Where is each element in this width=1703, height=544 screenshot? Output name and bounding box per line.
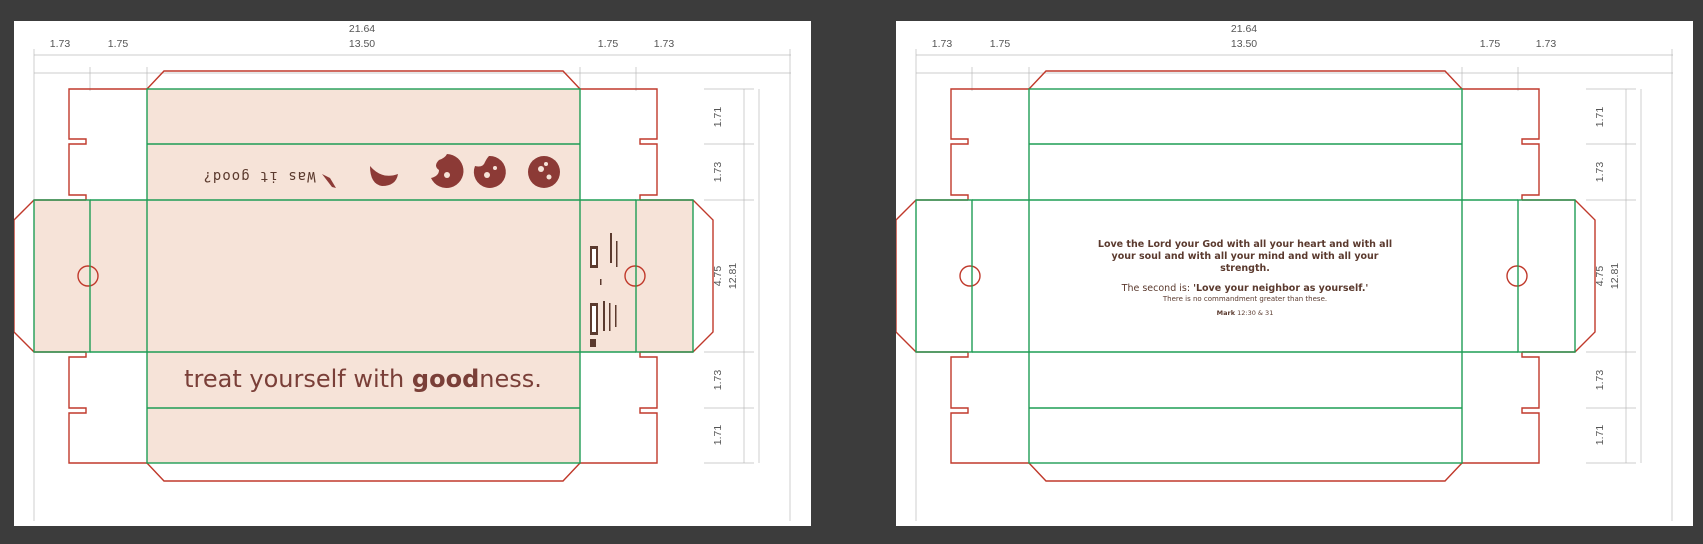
- dim-total-height: 12.81: [1609, 263, 1621, 289]
- dimension-guides: [33, 49, 791, 521]
- cut-lines: [896, 70, 1596, 482]
- cookie-bitten-icon: [473, 155, 506, 188]
- dimension-guides: [915, 49, 1673, 521]
- nutrition-label-panel: [590, 233, 618, 347]
- question-text: Was it good?: [202, 168, 315, 184]
- tagline: treat yourself with goodness.: [184, 365, 542, 393]
- second-commandment: The second is: 'Love your neighbor as yo…: [1121, 283, 1369, 294]
- dim-total-width: 21.64: [349, 23, 375, 35]
- dim-panel-main: 4.75: [712, 266, 724, 287]
- dieline-outside: 21.64 13.50 1.73 1.75 1.75 1.73 1.71 1.7…: [14, 23, 791, 521]
- dim-panel-top: 1.71: [1594, 107, 1606, 128]
- dim-panel-main: 4.75: [1594, 266, 1606, 287]
- dim-main-width: 13.50: [1231, 38, 1257, 50]
- ref-book: Mark: [1217, 309, 1236, 317]
- verse-reference: Mark 12:30 & 31: [1217, 309, 1274, 317]
- tagline-suffix: ness.: [479, 365, 542, 393]
- dim-main-width: 13.50: [349, 38, 375, 50]
- tagline-bold: good: [412, 365, 479, 393]
- dim-panel-bottom: 1.71: [712, 425, 724, 446]
- second-quote: 'Love your neighbor as yourself.': [1193, 283, 1368, 294]
- dim-panel-side-top: 1.73: [1594, 162, 1606, 183]
- commandment-note: There is no commandment greater than the…: [1162, 295, 1327, 303]
- dim-flap-inner-left: 1.75: [108, 38, 129, 50]
- verse-line-1: Love the Lord your God with all your hea…: [1098, 239, 1392, 250]
- fold-lines: [915, 88, 1576, 464]
- cookie-full-icon: [528, 156, 560, 188]
- dim-flap-inner-left: 1.75: [990, 38, 1011, 50]
- dim-panel-bottom: 1.71: [1594, 425, 1606, 446]
- verse-line-3: strength.: [1220, 263, 1270, 274]
- artboard-inside: 21.64 13.50 1.73 1.75 1.75 1.73 1.71 1.7…: [896, 21, 1693, 526]
- dim-panel-top: 1.71: [712, 107, 724, 128]
- dim-flap-inner-right: 1.75: [1480, 38, 1501, 50]
- tagline-prefix: treat yourself with: [184, 365, 412, 393]
- verse-block: Love the Lord your God with all your hea…: [1098, 239, 1392, 317]
- artboard-outside: 21.64 13.50 1.73 1.75 1.75 1.73 1.71 1.7…: [14, 21, 811, 526]
- dieline-inside: 21.64 13.50 1.73 1.75 1.75 1.73 1.71 1.7…: [896, 23, 1673, 521]
- dim-total-width: 21.64: [1231, 23, 1257, 35]
- dim-panel-side-top: 1.73: [712, 162, 724, 183]
- ref-verses: 12:30 & 31: [1237, 309, 1273, 317]
- print-fill: [34, 89, 693, 463]
- cookie-bite-icon: [370, 166, 398, 186]
- dim-flap-outer-right: 1.73: [1536, 38, 1557, 50]
- cookie-half-icon: [431, 154, 464, 188]
- dim-flap-inner-right: 1.75: [598, 38, 619, 50]
- second-prefix: The second is:: [1121, 283, 1193, 294]
- dim-flap-outer-right: 1.73: [654, 38, 675, 50]
- dim-panel-side-bottom: 1.73: [1594, 370, 1606, 391]
- dim-flap-outer-left: 1.73: [932, 38, 953, 50]
- dim-flap-outer-left: 1.73: [50, 38, 71, 50]
- dim-panel-side-bottom: 1.73: [712, 370, 724, 391]
- cookie-crumb-icon: [322, 174, 336, 188]
- dim-total-height: 12.81: [727, 263, 739, 289]
- verse-line-2: your soul and with all your mind and wit…: [1112, 251, 1379, 262]
- fold-lines: [33, 88, 694, 464]
